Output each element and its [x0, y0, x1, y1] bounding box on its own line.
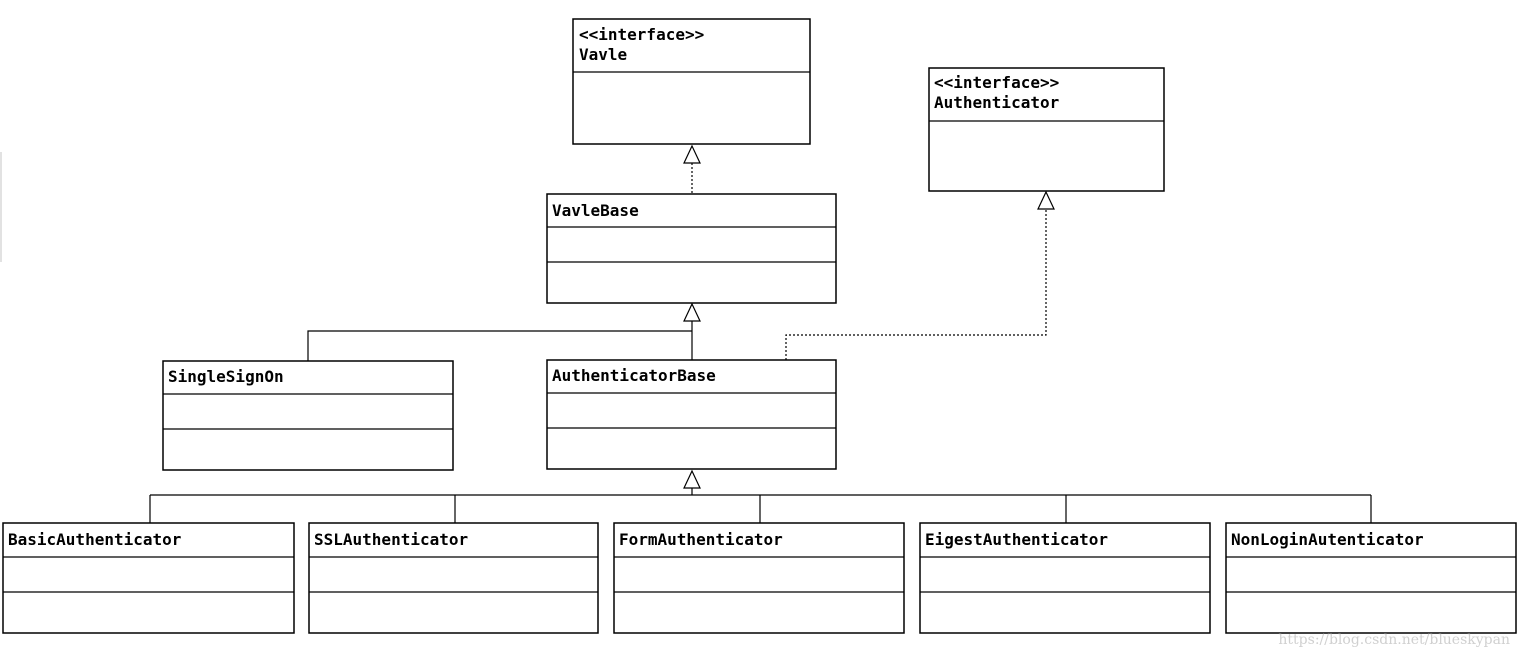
- class-name: VavleBase: [552, 201, 639, 220]
- generalization-arrowhead-vavlebase: [683, 302, 701, 322]
- class-name: Authenticator: [934, 93, 1059, 112]
- class-vavle: <<interface>> Vavle: [572, 18, 811, 145]
- class-name: BasicAuthenticator: [8, 530, 181, 549]
- class-formauthenticator: FormAuthenticator: [613, 522, 905, 634]
- generalization-arrowhead-authenticatorbase: [683, 469, 701, 489]
- class-stereotype: <<interface>>: [934, 73, 1059, 92]
- class-authenticator: <<interface>> Authenticator: [928, 67, 1165, 192]
- generalization-singlesignon-to-vavlebase: [307, 330, 692, 361]
- class-vavlebase: VavleBase: [546, 193, 837, 304]
- class-box-frame: [162, 360, 454, 471]
- class-name: SingleSignOn: [168, 367, 284, 386]
- class-name: AuthenticatorBase: [552, 366, 716, 385]
- class-box-frame: [613, 522, 905, 634]
- class-basicauthenticator: BasicAuthenticator: [2, 522, 295, 634]
- class-box-frame: [1225, 522, 1517, 634]
- class-singlesignon: SingleSignOn: [162, 360, 454, 471]
- class-box-frame: [919, 522, 1211, 634]
- realization-authenticatorbase-to-authenticator: [785, 209, 1047, 360]
- class-stereotype: <<interface>>: [579, 25, 704, 44]
- class-nonloginautenticator: NonLoginAutenticator: [1225, 522, 1517, 634]
- realization-arrowhead-authenticator: [1037, 190, 1055, 210]
- class-box-frame: [572, 18, 811, 145]
- watermark-text: https://blog.csdn.net/blueskypan: [1278, 632, 1510, 648]
- class-name: Vavle: [579, 45, 627, 64]
- class-name: NonLoginAutenticator: [1231, 530, 1424, 549]
- class-box-frame: [546, 359, 837, 470]
- class-name: EigestAuthenticator: [925, 530, 1108, 549]
- realization-arrowhead-vavle: [683, 144, 701, 164]
- class-sslauthenticator: SSLAuthenticator: [308, 522, 599, 634]
- class-authenticatorbase: AuthenticatorBase: [546, 359, 837, 470]
- class-box-frame: [2, 522, 295, 634]
- class-box-frame: [928, 67, 1165, 192]
- class-box-frame: [308, 522, 599, 634]
- class-eigestauthenticator: EigestAuthenticator: [919, 522, 1211, 634]
- class-name: SSLAuthenticator: [314, 530, 468, 549]
- class-name: FormAuthenticator: [619, 530, 783, 549]
- class-box-frame: [546, 193, 837, 304]
